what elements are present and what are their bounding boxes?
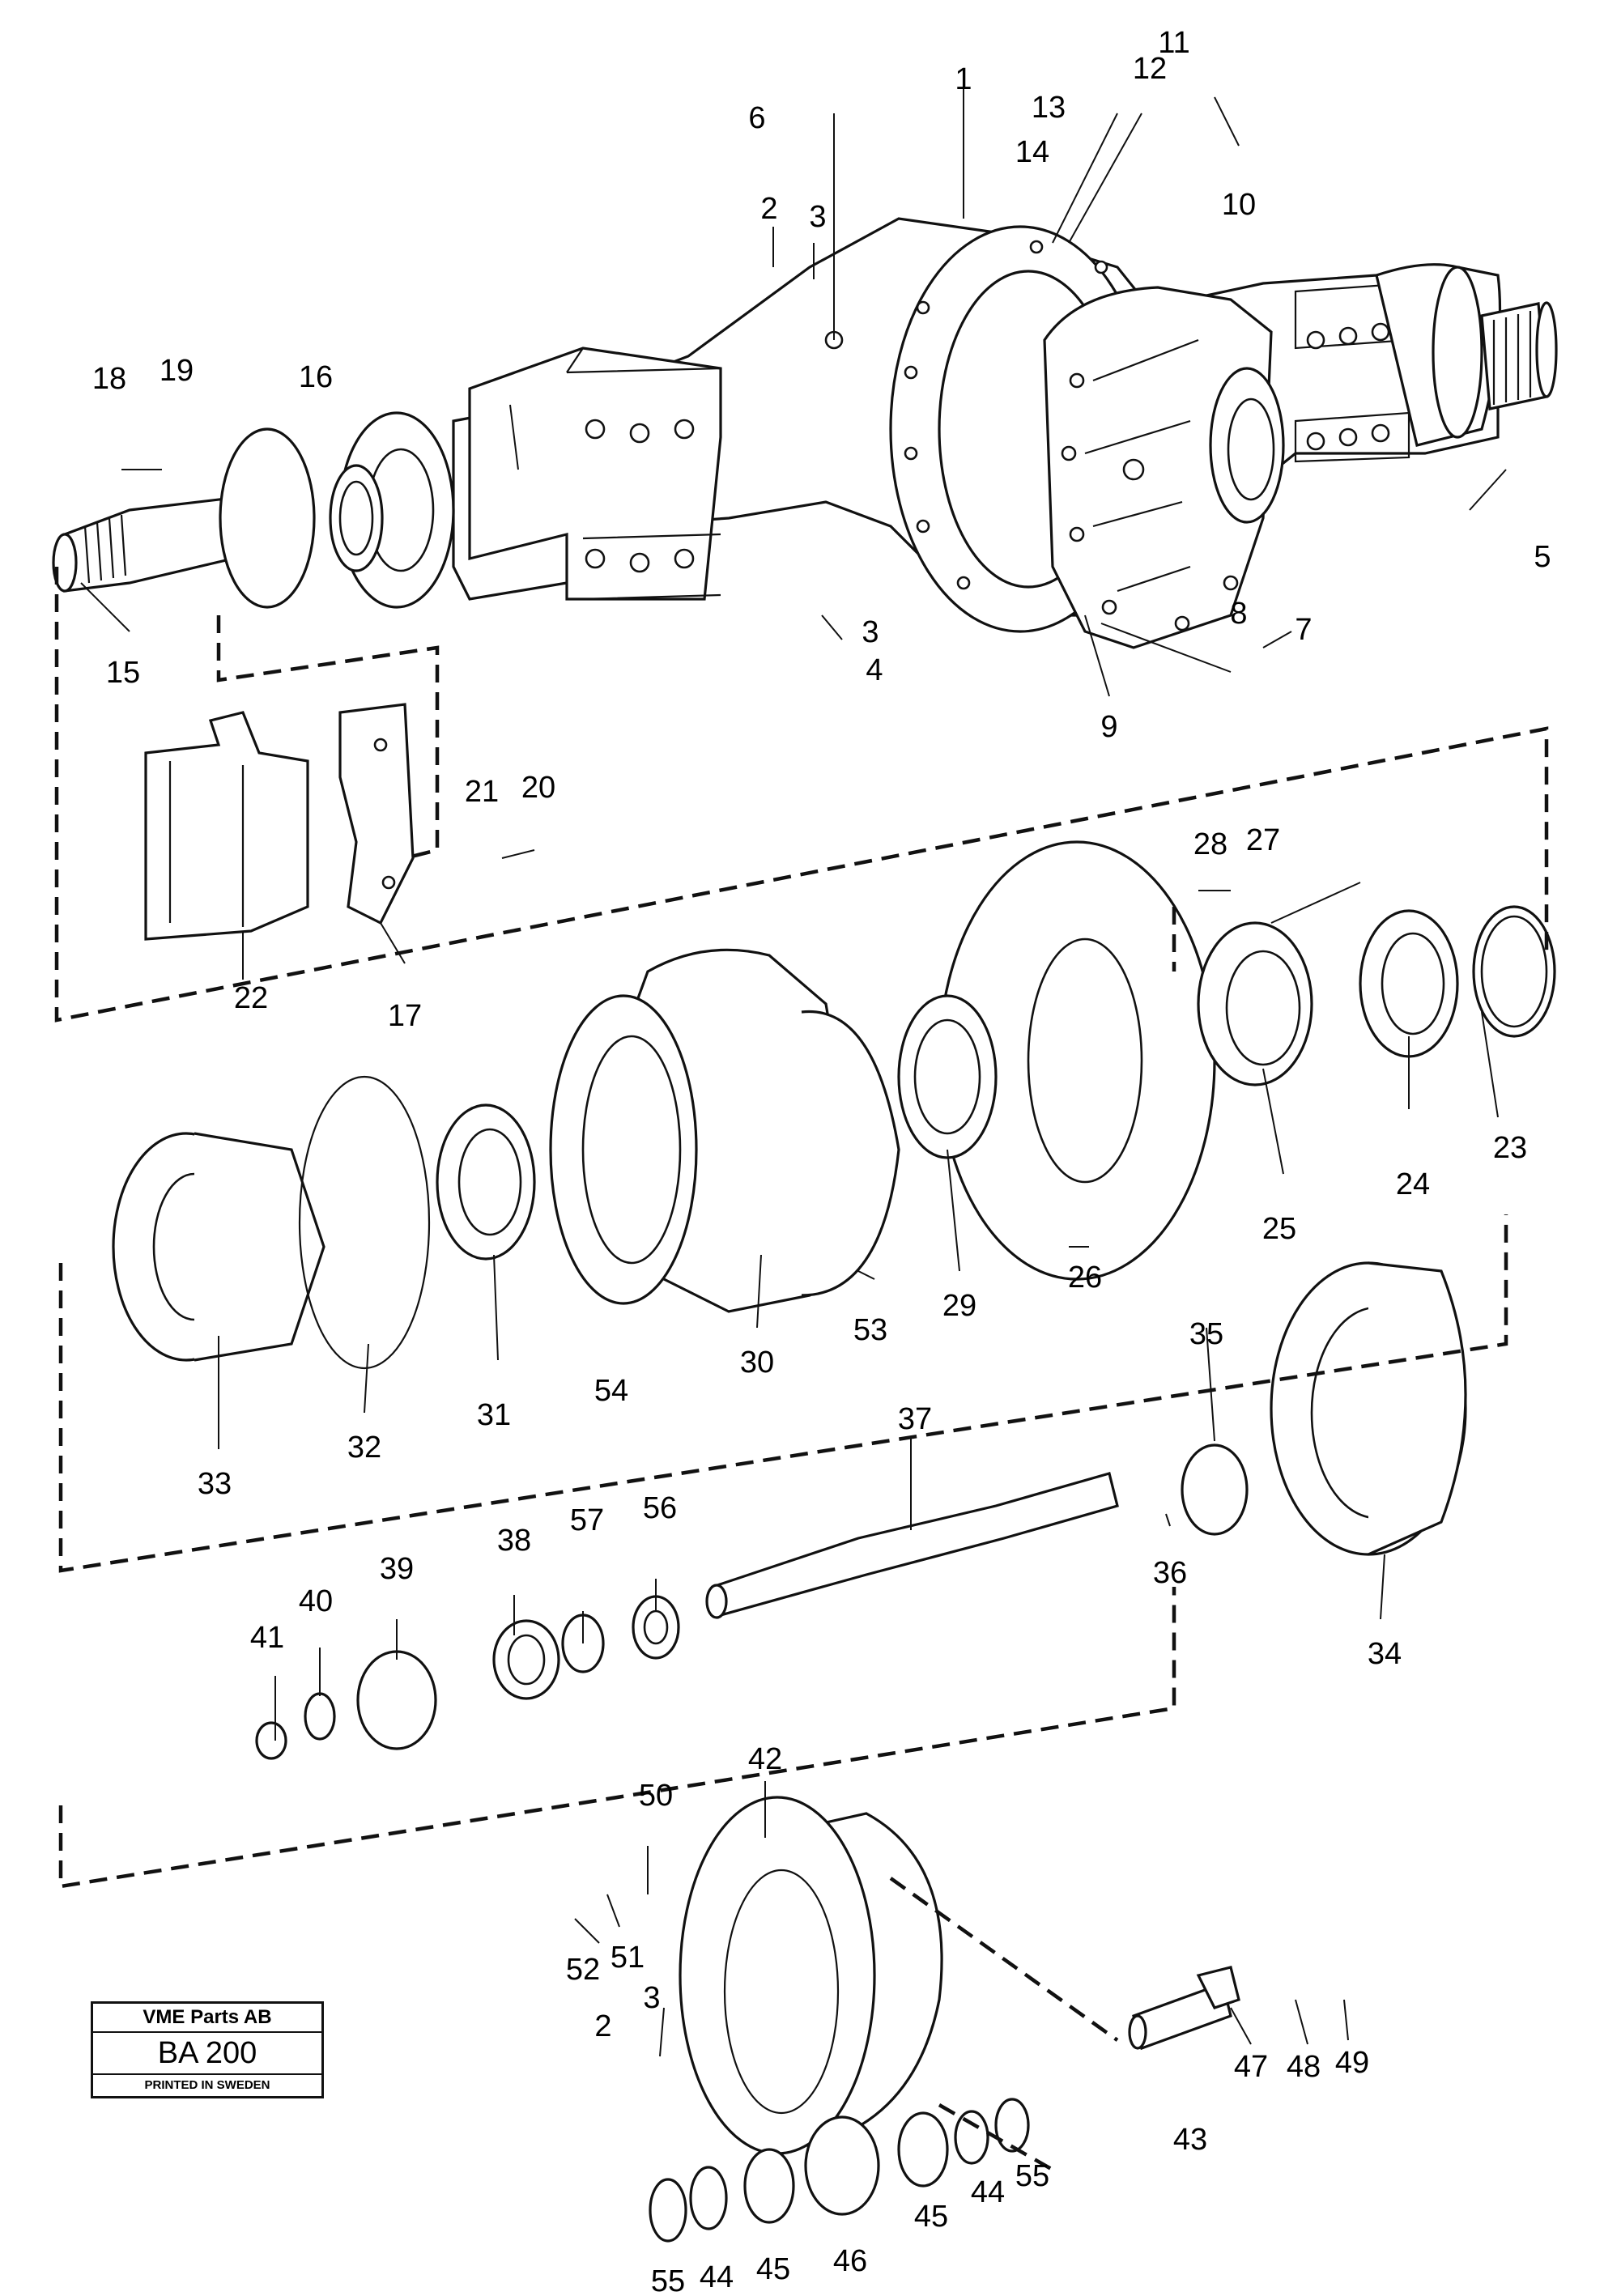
assembly-dashed-lines [54,567,1549,2171]
label-3c: 3 [643,1981,660,2015]
lower-gear-stack [649,1966,1240,2243]
stamp-printed: PRINTED IN SWEDEN [144,2078,270,2092]
label-6: 6 [748,101,765,135]
label-13: 13 [1032,91,1066,125]
label-24: 24 [1396,1167,1430,1201]
label-1: 1 [955,62,972,96]
label-11: 11 [1158,26,1189,60]
label-48: 48 [1287,2050,1321,2084]
label-45b: 45 [756,2252,790,2286]
label-22: 22 [234,981,268,1015]
label-29: 29 [942,1289,976,1323]
label-51: 51 [611,1941,645,1975]
label-30: 30 [740,1346,774,1380]
label-49: 49 [1335,2046,1369,2080]
label-16: 16 [299,360,333,394]
part-labels: 1 2 3 3 4 5 6 7 8 9 10 11 12 13 14 15 16… [92,26,1551,2296]
sun-gear-carrier [112,1075,431,1370]
label-57: 57 [570,1503,604,1537]
label-4: 4 [866,653,883,687]
label-44: 44 [971,2175,1005,2209]
label-27: 27 [1246,823,1280,857]
label-3b: 3 [862,615,879,649]
label-8: 8 [1230,597,1247,631]
label-5: 5 [1534,540,1551,574]
label-55: 55 [1015,2159,1049,2193]
label-7: 7 [1295,613,1312,647]
wheel-hub [549,840,1216,1313]
label-19: 19 [160,354,194,388]
label-36: 36 [1153,1556,1187,1590]
label-2: 2 [760,192,777,226]
label-18: 18 [92,362,126,396]
bearing-rings [436,905,1556,1261]
label-42: 42 [748,1742,782,1776]
label-41: 41 [250,1621,284,1655]
label-38: 38 [497,1524,531,1558]
label-46: 46 [833,2244,867,2278]
brake-caliper [144,703,415,941]
label-55b: 55 [651,2264,685,2296]
label-2b: 2 [594,2009,611,2043]
label-23: 23 [1493,1131,1527,1165]
label-14: 14 [1015,135,1049,169]
axle-housing [452,217,1558,649]
label-20: 20 [521,771,555,805]
label-32: 32 [347,1431,381,1465]
label-35: 35 [1189,1317,1223,1351]
label-39: 39 [380,1552,414,1586]
leader-lines [80,81,1507,2057]
label-25: 25 [1262,1212,1296,1246]
label-54: 54 [594,1374,628,1408]
label-43: 43 [1173,2123,1207,2157]
drive-shaft [705,1472,1119,1619]
label-28: 28 [1193,827,1227,861]
label-44b: 44 [700,2260,734,2294]
label-10: 10 [1222,188,1256,222]
label-37: 37 [898,1402,932,1436]
label-47: 47 [1234,2050,1268,2084]
label-15: 15 [106,656,140,690]
label-40: 40 [299,1584,333,1618]
label-3: 3 [809,200,826,234]
label-52: 52 [566,1953,600,1987]
label-17: 17 [388,999,422,1033]
title-stamp: VME Parts AB BA 200 PRINTED IN SWEDEN [91,2001,324,2098]
label-53: 53 [853,1313,887,1347]
label-31: 31 [477,1398,511,1432]
label-34: 34 [1368,1637,1402,1671]
label-21: 21 [465,775,499,809]
label-45: 45 [914,2200,948,2234]
label-50: 50 [639,1779,673,1813]
axle-shaft-end [52,411,455,609]
label-9: 9 [1100,710,1117,744]
ring-gear [1181,1261,1467,1556]
stamp-company: VME Parts AB [93,2004,321,2033]
label-56: 56 [643,1491,677,1525]
label-33: 33 [198,1467,232,1501]
hub-cover [679,1796,943,2155]
label-12: 12 [1133,52,1167,86]
label-26: 26 [1068,1261,1102,1295]
stamp-code: BA 200 [93,2033,321,2075]
